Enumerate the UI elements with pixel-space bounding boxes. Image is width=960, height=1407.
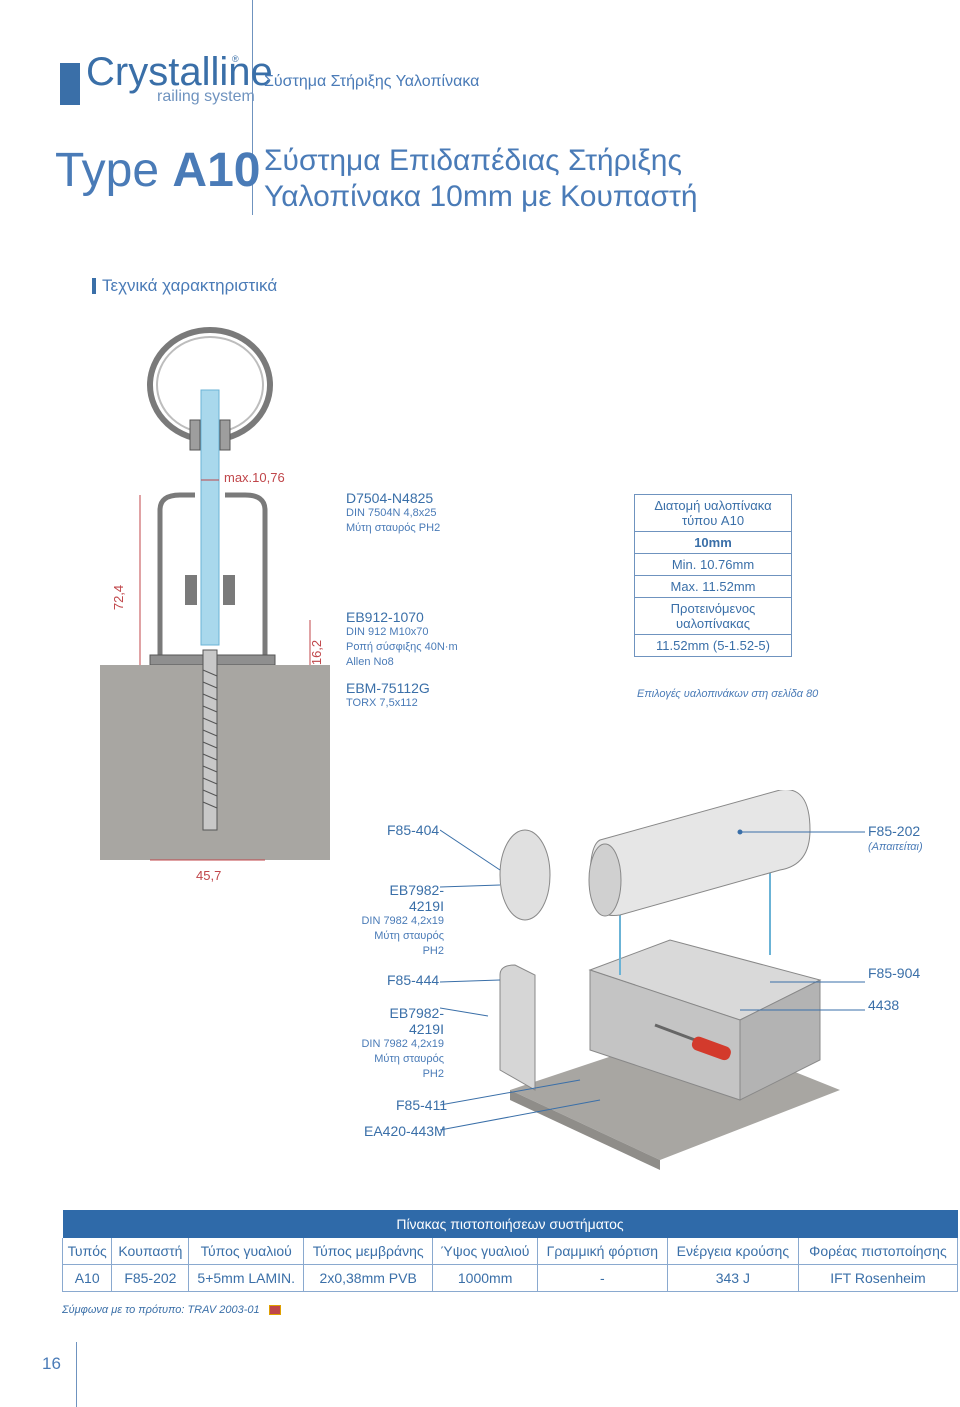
header-divider [252, 0, 253, 215]
callout-f85-202-note: (Απαιτείται) [868, 841, 923, 853]
part-detail: Μύτη σταυρός PH2 [374, 1053, 444, 1080]
part-callout-3: EBM-75112G TORX 7,5x112 [346, 680, 430, 711]
part-detail: DIN 7504N 4,8x25 [346, 507, 437, 519]
dimension-width: 45,7 [196, 868, 222, 883]
leader-lines [440, 829, 865, 1131]
dimension-base-height: 16,2 [309, 639, 325, 666]
end-cap-disc [499, 829, 551, 921]
cert-cell: 1000mm [432, 1264, 538, 1292]
part-code: EB7982-4219I [389, 882, 444, 914]
part-detail: DIN 912 M10x70 [346, 626, 429, 638]
type-prefix: Type [55, 144, 160, 197]
cert-caption: Πίνακας πιστοποιήσεων συστήματος [62, 1210, 958, 1238]
callout-4438: 4438 [868, 997, 900, 1013]
logo-wordmark: Crystalline [86, 50, 273, 94]
spec-min: Min. 10.76mm [634, 553, 792, 576]
part-detail: TORX 7,5x112 [346, 697, 418, 709]
cert-cell: F85-202 [111, 1264, 190, 1292]
part-code: EBM-75112G [346, 680, 430, 696]
cert-cell: - [536, 1264, 668, 1292]
callout-f85-444: F85-444 [387, 972, 440, 988]
spec-max: Max. 11.52mm [634, 575, 792, 598]
cert-cell: 343 J [666, 1264, 799, 1292]
part-code: EB912-1070 [346, 609, 424, 625]
title-line-1: Σύστημα Επιδαπέδιας Στήριξης [264, 144, 682, 177]
page-title: Σύστημα Επιδαπέδιας Στήριξης Υαλοπίνακα … [264, 143, 824, 215]
footer-divider [76, 1342, 77, 1407]
cert-header: Τύπος γυαλιού [188, 1238, 305, 1265]
glass-pane [200, 389, 220, 646]
callout-f85-202: F85-202 [868, 823, 921, 839]
logo-tagline: railing system [157, 88, 255, 105]
spec-recommended-value: 11.52mm (5-1.52-5) [634, 634, 792, 657]
cert-header: Φορέας πιστοποίησης [797, 1238, 959, 1265]
callout-eb-bottom: EB7982-4219I DIN 7982 4,2x19 Μύτη σταυρό… [358, 1005, 444, 1082]
flag-icon [269, 1305, 281, 1315]
registered-mark: ® [232, 54, 239, 64]
cert-header: Τυπός [61, 1238, 113, 1265]
callout-eb-top: EB7982-4219I DIN 7982 4,2x19 Μύτη σταυρό… [358, 882, 444, 959]
section-heading: Τεχνικά χαρακτηριστικά [102, 276, 278, 295]
spec-thickness: 10mm [634, 531, 792, 554]
callout-f85-411: F85-411 [396, 1097, 448, 1113]
section-marker [92, 278, 96, 294]
part-callout-2: EB912-1070 DIN 912 M10x70 Ροπή σύσφιξης … [346, 609, 458, 670]
callout-f85-404: F85-404 [387, 822, 440, 838]
base-profile [157, 492, 268, 655]
part-detail: DIN 7982 4,2x19 [361, 915, 444, 927]
spec-title: Διατομή υαλοπίνακα τύπου A10 [634, 494, 792, 532]
spec-note: Επιλογές υαλοπινάκων στη σελίδα 80 [637, 688, 819, 700]
cert-header: Τύπος μεμβράνης [303, 1238, 434, 1265]
part-detail: Ροπή σύσφιξης 40N·m [346, 641, 458, 653]
callout-f85-904: F85-904 [868, 965, 921, 981]
cert-header: Κουπαστή [111, 1238, 190, 1265]
dimension-max-gap: max.10,76 [224, 470, 285, 485]
part-code: EB7982-4219I [389, 1005, 444, 1037]
type-code: A10 [172, 144, 261, 197]
title-line-2: Υαλοπίνακα 10mm με Κουπαστή [264, 180, 698, 213]
part-detail: Μύτη σταυρός PH2 [346, 522, 441, 534]
header-subtitle: Σύστημα Στήριξης Υαλοπίνακα [264, 73, 480, 90]
glass-spec-table: Διατομή υαλοπίνακα τύπου A10 10mm Min. 1… [634, 494, 792, 657]
logo-mark [60, 63, 80, 105]
part-detail: Μύτη σταυρός PH2 [374, 930, 444, 957]
part-detail: Allen No8 [346, 656, 394, 668]
type-label: Type A10 [55, 143, 260, 198]
certification-table: Πίνακας πιστοποιήσεων συστήματος Τυπός Κ… [61, 1210, 959, 1292]
end-cap-lower [499, 964, 536, 1091]
cert-header: Ύψος γυαλιού [432, 1238, 538, 1265]
cert-cell: 5+5mm LAMIN. [188, 1264, 305, 1292]
cert-cell: 2x0,38mm PVB [303, 1264, 434, 1292]
part-code: D7504-N4825 [346, 490, 434, 506]
cert-header: Ενέργεια κρούσης [666, 1238, 799, 1265]
part-callout-1: D7504-N4825 DIN 7504N 4,8x25 Μύτη σταυρό… [346, 490, 440, 536]
dimension-total-height: 72,4 [111, 584, 127, 611]
cert-cell: IFT Rosenheim [797, 1264, 959, 1292]
cert-cell: A10 [61, 1264, 113, 1292]
standard-note: Σύμφωνα με το πρότυπο: TRAV 2003-01 [62, 1304, 260, 1316]
screwdriver [691, 1036, 731, 1061]
spec-recommended-label: Προτεινόμενος υαλοπίνακας [634, 597, 792, 635]
callout-ea420: EA420-443M [364, 1123, 446, 1139]
cert-header: Γραμμική φόρτιση [536, 1238, 668, 1265]
part-detail: DIN 7982 4,2x19 [361, 1038, 444, 1050]
cross-section-drawing [100, 327, 330, 861]
page-number: 16 [42, 1354, 61, 1373]
